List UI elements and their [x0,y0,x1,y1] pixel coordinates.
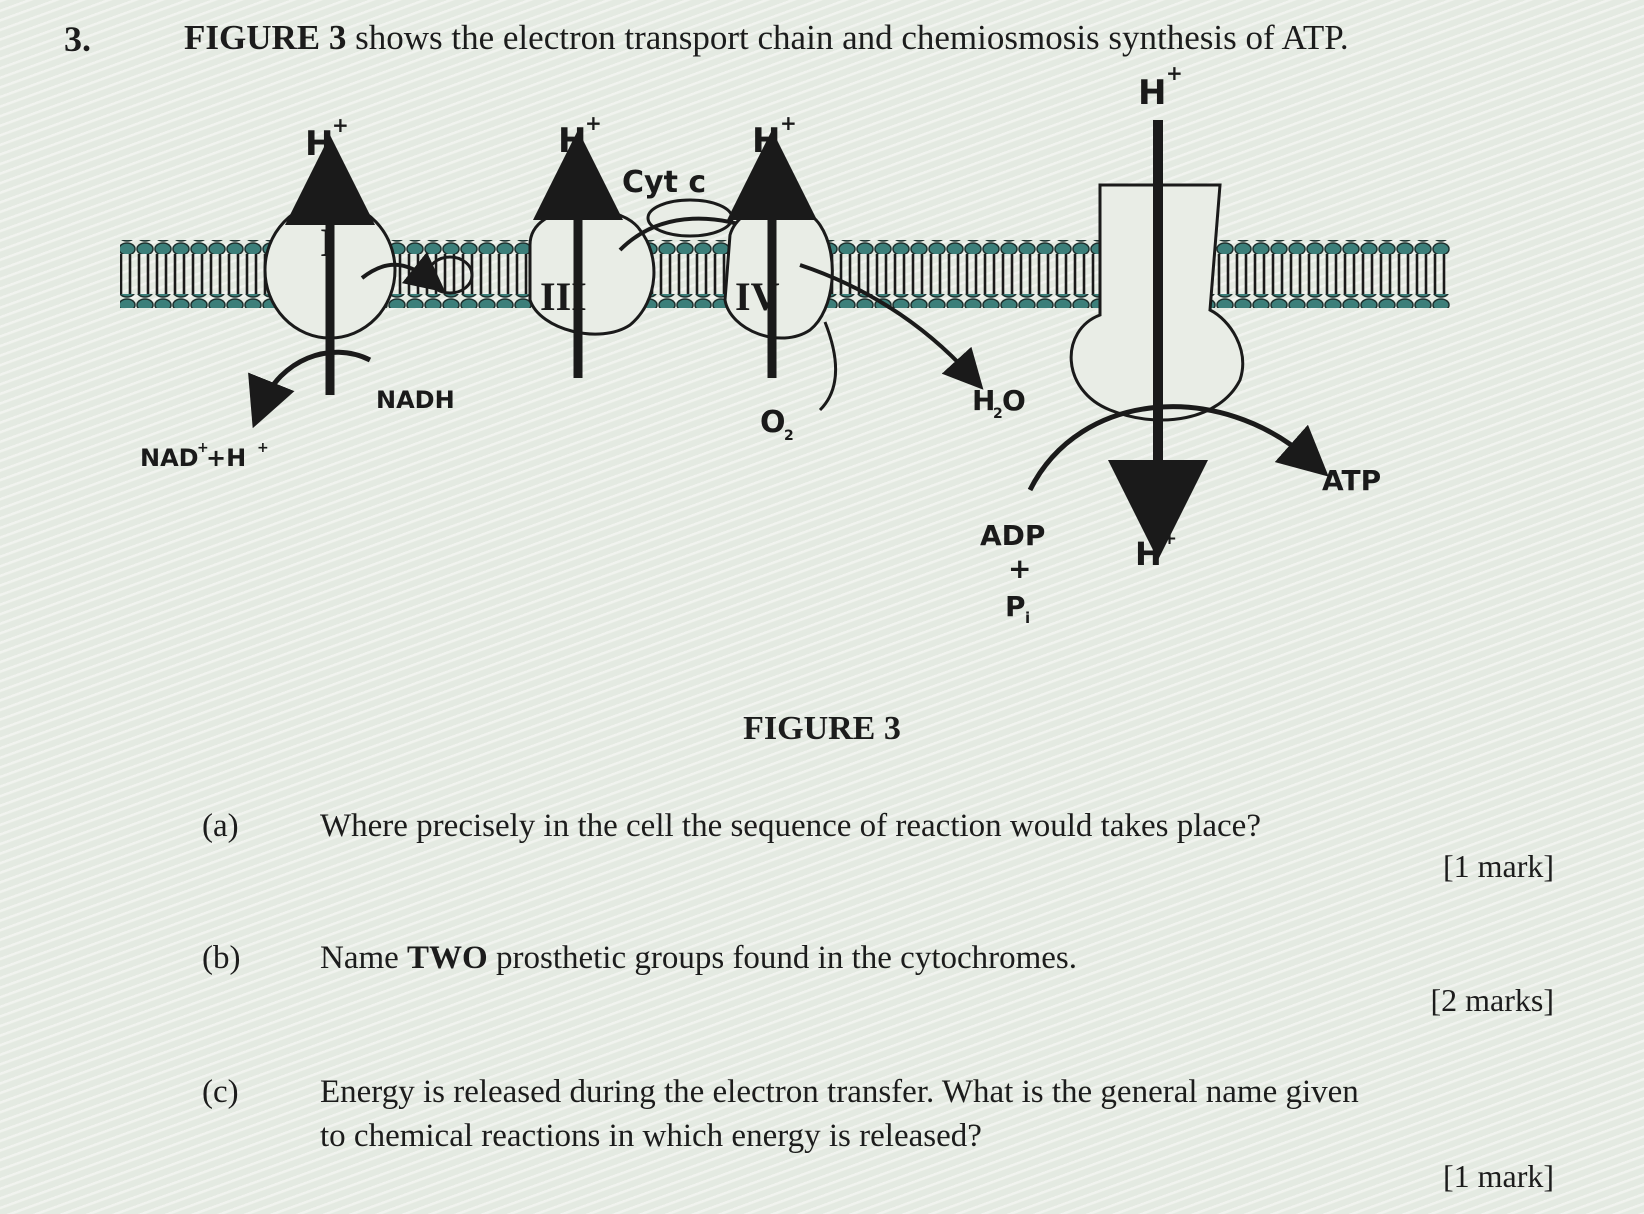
svg-text:+H: +H [206,444,246,472]
etc-diagram: I III IV H + H + H [120,61,1450,627]
part-c-question-line1: Energy is released during the electron t… [320,1074,1359,1110]
svg-text:NAD: NAD [140,444,199,472]
cyt-c-label: Cyt c [622,165,706,200]
part-b-text-bold: TWO [407,940,488,976]
svg-text:O: O [760,405,786,440]
question-intro: FIGURE 3 shows the electron transport ch… [184,18,1349,58]
figure-caption: FIGURE 3 [743,710,901,747]
svg-text:H: H [1135,535,1162,573]
svg-text:+: + [1166,61,1183,85]
nadh-label: NADH [376,386,455,414]
svg-text:+: + [197,440,209,456]
part-a-marks: [1 mark] [1442,848,1554,884]
svg-text:H: H [1138,73,1166,113]
h-plus-synthase-top: H + [1138,61,1183,113]
atp-synthase [1027,120,1329,560]
svg-text:P: P [1005,590,1026,623]
atp-label: ATP [1322,464,1381,497]
part-a-label: (a) [202,808,239,844]
svg-text:H: H [558,121,586,161]
pi-label: P i [1005,590,1030,627]
h-plus-synthase-bottom: H + [1135,528,1177,573]
h-plus-complex-i: H + [305,113,349,164]
part-c-label: (c) [202,1074,239,1110]
ubiquinone-blob [426,255,474,295]
part-c-marks: [1 mark] [1442,1158,1554,1194]
h-plus-complex-iv: H + [752,111,797,161]
part-b-question: Name TWO prosthetic groups found in the … [320,940,1077,977]
nadh-oxidation-arrow [248,349,372,429]
svg-text:2: 2 [784,428,794,444]
complex-iv: IV [723,130,984,412]
svg-text:i: i [1025,609,1030,627]
part-b-marks: [2 marks] [1430,982,1554,1018]
svg-text:O: O [1002,384,1026,417]
plus-sign: + [1008,552,1031,585]
part-b-text-post: prosthetic groups found in the cytochrom… [487,940,1078,976]
svg-text:2: 2 [993,406,1003,422]
complex-i: I [263,135,446,395]
complex-iii: III [528,130,656,378]
adp-label: ADP [980,519,1045,552]
svg-text:+: + [257,440,269,456]
part-a-question: Where precisely in the cell the sequence… [320,808,1261,844]
svg-text:H: H [752,121,780,161]
o2-label: O 2 [760,405,794,444]
part-b-label: (b) [202,940,241,976]
svg-text:+: + [332,113,349,137]
svg-text:H: H [972,384,995,417]
figure-reference: FIGURE 3 [184,18,347,57]
svg-text:+: + [780,111,797,135]
cytochrome-c [618,198,781,252]
h2o-label: H 2 O [972,384,1026,422]
part-c-question-line2: to chemical reactions in which energy is… [320,1118,982,1154]
svg-text:+: + [585,111,602,135]
question-intro-text: shows the electron transport chain and c… [346,18,1349,57]
part-b-text-pre: Name [320,940,408,976]
nad-plus-label: NAD + +H + [140,440,269,472]
question-number: 3. [64,19,91,59]
svg-text:H: H [305,124,333,164]
svg-text:+: + [1162,528,1177,549]
h-plus-complex-iii: H + [558,111,602,161]
